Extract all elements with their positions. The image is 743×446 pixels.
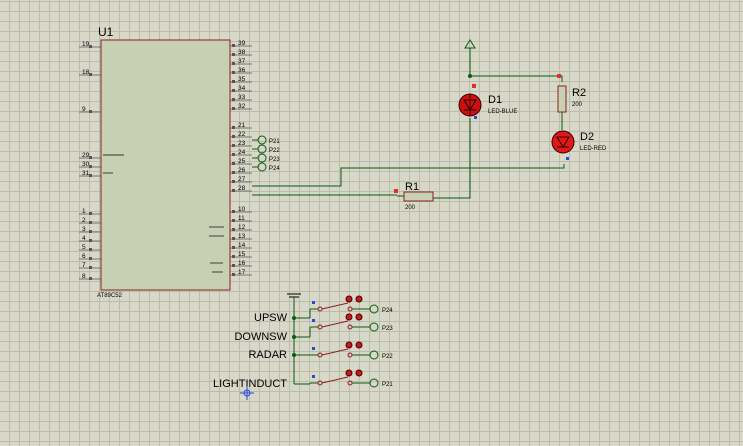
svg-text:DOWNSW: DOWNSW <box>234 331 287 343</box>
switch-radar[interactable]: RADAR P22 <box>248 341 393 361</box>
probe-p22[interactable]: P22 <box>252 144 280 154</box>
svg-text:15: 15 <box>238 251 246 258</box>
svg-text:4: 4 <box>82 235 86 242</box>
svg-text:27: 27 <box>238 176 246 183</box>
svg-text:7: 7 <box>82 262 86 269</box>
svg-text:RADAR: RADAR <box>248 349 287 361</box>
svg-text:32: 32 <box>238 103 246 110</box>
svg-text:2: 2 <box>82 217 86 224</box>
svg-text:29: 29 <box>82 152 90 159</box>
d2-value: LED-RED <box>580 146 607 152</box>
svg-text:9: 9 <box>82 106 86 113</box>
microcontroller-u1[interactable] <box>100 39 231 291</box>
svg-text:35: 35 <box>238 76 246 83</box>
svg-text:P24: P24 <box>269 166 280 172</box>
switch-lightinduct[interactable]: LIGHTINDUCT P21 <box>213 369 393 390</box>
d1-value: LED-BLUE <box>488 109 517 115</box>
svg-text:34: 34 <box>238 85 246 92</box>
svg-text:23: 23 <box>238 140 246 147</box>
r1-value: 200 <box>405 205 416 211</box>
svg-text:12: 12 <box>238 224 246 231</box>
svg-text:10: 10 <box>238 206 246 213</box>
r1-ref: R1 <box>405 181 419 193</box>
r2-value: 200 <box>572 102 583 108</box>
probe-p24[interactable]: P24 <box>252 162 280 172</box>
svg-text:19: 19 <box>82 41 90 48</box>
svg-text:38: 38 <box>238 49 246 56</box>
resistor-r1[interactable] <box>394 189 434 202</box>
switch-upsw[interactable]: UPSW P24 <box>254 295 393 324</box>
svg-text:8: 8 <box>82 273 86 280</box>
svg-text:16: 16 <box>238 260 246 267</box>
led-d2[interactable] <box>551 130 575 160</box>
svg-text:P23: P23 <box>382 326 393 332</box>
svg-text:28: 28 <box>238 185 246 192</box>
svg-text:36: 36 <box>238 67 246 74</box>
svg-text:P24: P24 <box>382 308 393 314</box>
svg-text:11: 11 <box>238 215 245 222</box>
svg-text:31: 31 <box>82 170 90 177</box>
svg-text:37: 37 <box>238 58 246 65</box>
r2-ref: R2 <box>572 87 586 99</box>
probe-p21[interactable]: P21 <box>252 135 280 145</box>
svg-text:25: 25 <box>238 158 246 165</box>
svg-text:14: 14 <box>238 242 246 249</box>
svg-text:24: 24 <box>238 149 246 156</box>
svg-text:13: 13 <box>238 233 246 240</box>
origin-marker <box>240 386 254 400</box>
svg-text:P23: P23 <box>269 157 280 163</box>
svg-text:30: 30 <box>82 161 90 168</box>
svg-text:UPSW: UPSW <box>254 312 288 324</box>
svg-text:17: 17 <box>238 269 246 276</box>
svg-text:39: 39 <box>238 40 246 47</box>
power-terminal[interactable] <box>464 39 476 52</box>
svg-text:22: 22 <box>238 131 246 138</box>
svg-text:3: 3 <box>82 226 86 233</box>
svg-text:33: 33 <box>238 94 246 101</box>
svg-text:26: 26 <box>238 167 246 174</box>
svg-text:P21: P21 <box>382 382 393 388</box>
wires-led <box>252 52 565 199</box>
resistor-r2[interactable] <box>557 74 567 113</box>
svg-text:18: 18 <box>82 69 90 76</box>
svg-text:5: 5 <box>82 244 86 251</box>
svg-text:P22: P22 <box>382 354 393 360</box>
u1-part: AT89C52 <box>97 293 123 299</box>
svg-text:LIGHTINDUCT: LIGHTINDUCT <box>213 378 287 390</box>
svg-text:1: 1 <box>82 208 86 215</box>
d2-ref: D2 <box>580 131 594 143</box>
svg-text:P21: P21 <box>269 139 280 145</box>
svg-text:6: 6 <box>82 253 86 260</box>
led-d1[interactable] <box>458 84 482 119</box>
u1-ref: U1 <box>98 25 114 39</box>
d1-ref: D1 <box>488 94 502 106</box>
svg-text:21: 21 <box>238 122 246 129</box>
probe-p23[interactable]: P23 <box>252 153 280 163</box>
switch-downsw[interactable]: DOWNSW P23 <box>234 313 393 343</box>
switch-bus <box>287 293 301 384</box>
svg-text:P22: P22 <box>269 148 280 154</box>
